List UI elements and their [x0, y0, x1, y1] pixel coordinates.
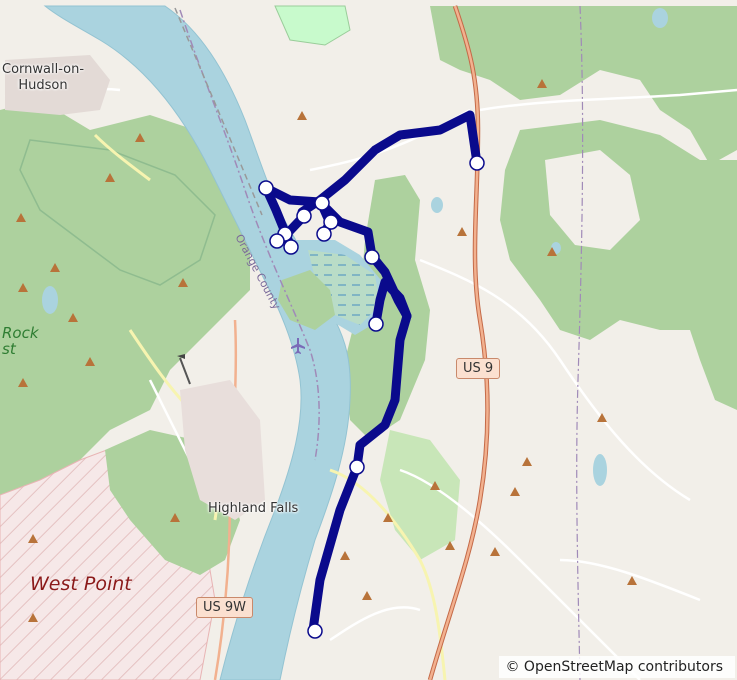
- waypoints[interactable]: [258, 155, 485, 639]
- lake-east: [593, 454, 607, 486]
- airport-icon: [291, 338, 305, 354]
- cornwall-town-area: [5, 55, 110, 115]
- waypoint[interactable]: [283, 239, 299, 255]
- constitution-island: [278, 270, 335, 330]
- railway: [174, 7, 263, 216]
- forest-west-inner: [19, 139, 216, 286]
- pond-north: [431, 197, 443, 213]
- waypoint[interactable]: [368, 316, 384, 332]
- place-label-rock: Rock st: [2, 324, 39, 358]
- peaks: [16, 79, 637, 622]
- map-attribution[interactable]: © OpenStreetMap contributors: [499, 656, 735, 678]
- town-label-cornwall: Cornwall-on- Hudson: [2, 62, 85, 93]
- park-northwest: [274, 5, 351, 46]
- waypoint[interactable]: [258, 180, 274, 196]
- monument-icon: [179, 357, 191, 385]
- waypoint[interactable]: [323, 214, 339, 230]
- waypoint[interactable]: [349, 459, 365, 475]
- forest-northeast: [430, 6, 737, 165]
- waypoint[interactable]: [314, 195, 330, 211]
- waypoint[interactable]: [364, 249, 380, 265]
- waypoint[interactable]: [469, 155, 485, 171]
- state-boundary-east: [576, 5, 584, 680]
- monument-head: [177, 354, 185, 359]
- town-label-highland-falls: Highland Falls: [208, 501, 299, 516]
- constitution-marsh: [308, 250, 380, 325]
- pond-northeast: [652, 8, 668, 28]
- us9-road-fill: [428, 5, 489, 680]
- waypoint[interactable]: [316, 226, 332, 242]
- forest-east-clearing: [545, 150, 640, 250]
- route-shield-us9w: US 9W: [196, 597, 254, 618]
- lake-west: [42, 286, 58, 314]
- waypoint[interactable]: [296, 208, 312, 224]
- waypoint[interactable]: [269, 233, 285, 249]
- waypoint[interactable]: [307, 623, 323, 639]
- highland-falls-area: [180, 380, 265, 520]
- route-shield-us9: US 9: [456, 358, 501, 379]
- track-segment-south: [308, 311, 412, 635]
- place-label-west-point: West Point: [30, 573, 132, 595]
- county-boundary: [179, 9, 320, 461]
